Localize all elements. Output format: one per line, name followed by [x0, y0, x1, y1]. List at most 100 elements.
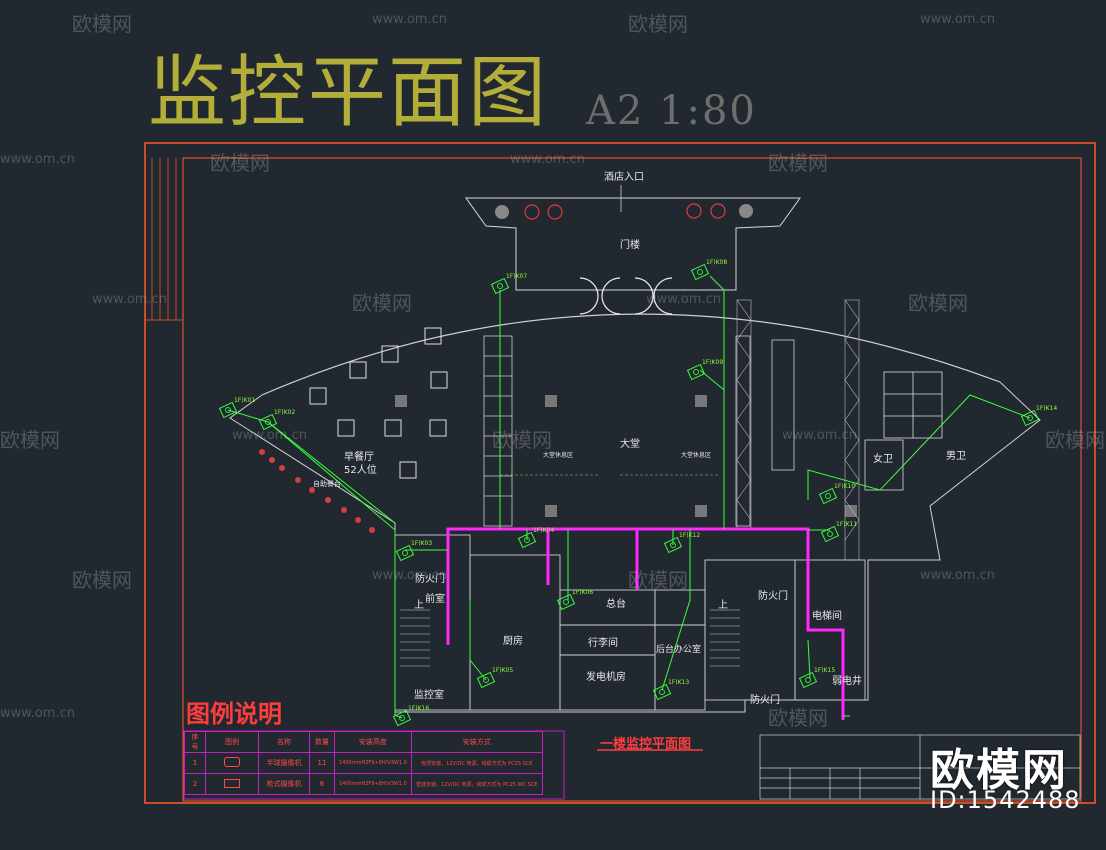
legend-cell-height: 1400mmH2F9+8H/V3W1.0: [334, 752, 412, 774]
room-label-up-1: 上: [414, 600, 424, 611]
legend-cell-qty: 11: [309, 752, 335, 774]
legend-header: 名称: [258, 731, 310, 753]
camera-icon: [476, 671, 496, 689]
brand-id: ID:1542488: [930, 786, 1081, 814]
room-label-ladies: 女卫: [873, 454, 893, 465]
legend-cell-no: 2: [184, 773, 206, 795]
legend-row: 1 半球摄像机 11 1400mmH2F9+8H/V3W1.0 吸顶安装，12V…: [184, 752, 543, 774]
legend-header: 图例: [205, 731, 259, 753]
legend-cell-method: 吸顶安装，12V/DC 电源，线缆方式为 PC25 SCE: [410, 752, 543, 774]
camera-icon: [258, 413, 278, 431]
room-label-fire-door-3: 防火门: [750, 695, 780, 706]
watermark-site: www.om.cn: [646, 292, 721, 307]
watermark-brand: 欧模网: [628, 12, 688, 36]
scale-label: A2 1:80: [586, 88, 757, 134]
lobby-columns: [395, 395, 857, 517]
title-block: [759, 734, 1081, 800]
room-label-backoffice: 后台办公室: [656, 645, 702, 655]
trunk-cable: [446, 527, 845, 720]
legend-cell-no: 1: [184, 752, 206, 774]
room-label-fire-door-2: 防火门: [758, 591, 788, 602]
camera-label: 1F)K14: [1036, 405, 1058, 412]
watermark-site: www.om.cn: [372, 568, 447, 583]
legend-cell-height: 1400mmH2F9+8H/V3W1.0: [334, 773, 412, 795]
camera-label: 1F)K07: [506, 273, 528, 280]
camera-label: 1F)K10: [834, 483, 856, 490]
camera-label: 1F)K13: [668, 679, 690, 686]
camera-label: 1F)K12: [679, 532, 701, 539]
room-label-kitchen: 厨房: [503, 636, 523, 647]
camera-label: 1F)K08: [706, 259, 728, 266]
camera-icon: [818, 487, 838, 505]
watermark-brand: 欧模网: [0, 428, 60, 452]
camera-label: 1F)K11: [836, 521, 858, 528]
camera-label: 1F)K02: [274, 409, 296, 416]
camera-label: 1F)K15: [814, 667, 836, 674]
room-label-breakfast: 早餐厅: [344, 452, 374, 463]
gate-ornament-grey: [495, 204, 753, 219]
room-label-breakfast-seats: 52人位: [344, 465, 377, 476]
legend-title: 图例说明: [186, 700, 282, 728]
watermark-site: www.om.cn: [92, 292, 167, 307]
camera-layer: [218, 263, 1040, 727]
room-label-generator: 发电机房: [586, 672, 626, 683]
camera-cables: [227, 275, 1031, 719]
legend-cell-name: 枪式摄像机: [258, 773, 310, 795]
legend-cell-qty: 6: [309, 773, 335, 795]
room-label-lobby-rest-1: 大堂休息区: [543, 452, 574, 459]
building-outline: [229, 381, 1041, 713]
camera-icon: [556, 593, 576, 611]
room-label-buffet: 自助餐台: [313, 480, 341, 488]
room-label-front-room: 前室: [425, 594, 445, 605]
lower-rooms: [394, 534, 866, 711]
legend-header-row: 序号 图例 名称 数量 安装高度 安装方式: [184, 731, 543, 753]
camera-label: 1F)K01: [234, 397, 256, 404]
camera-icon: [652, 683, 672, 701]
camera-icon: [690, 263, 710, 281]
room-label-monitor-room: 监控室: [414, 690, 444, 701]
watermark-site: www.om.cn: [232, 428, 307, 443]
watermark-site: www.om.cn: [510, 152, 585, 167]
room-label-entrance: 酒店入口: [604, 172, 644, 183]
legend-header: 序号: [184, 731, 206, 753]
watermark-site: www.om.cn: [920, 568, 995, 583]
camera-icon: [663, 536, 683, 554]
page-title: 监控平面图: [148, 48, 549, 138]
camera-label: 1F)K16: [408, 705, 430, 712]
watermark-site: www.om.cn: [0, 152, 75, 167]
building-arc-top: [261, 313, 1001, 396]
camera-label: 1F)K05: [492, 667, 514, 674]
camera-icon: [686, 363, 706, 381]
watermark-brand: 欧模网: [768, 151, 828, 175]
camera-label: 1F)K06: [572, 589, 594, 596]
legend-header: 安装方式: [410, 731, 543, 753]
camera-label: 1F)K04: [533, 527, 555, 534]
camera-icon: [490, 277, 510, 295]
watermark-brand: 欧模网: [768, 706, 828, 730]
left-binding-strip: [145, 158, 183, 321]
watermark-site: www.om.cn: [372, 12, 447, 27]
legend-table: 序号 图例 名称 数量 安装高度 安装方式 1 半球摄像机 11 1400mmH…: [184, 731, 543, 795]
watermark-brand: 欧模网: [628, 568, 688, 592]
watermark-brand: 欧模网: [352, 291, 412, 315]
camera-icon: [218, 401, 238, 419]
room-label-up-2: 上: [718, 600, 728, 611]
bullet-camera-symbol-icon: [205, 773, 259, 795]
legend-cell-name: 半球摄像机: [258, 752, 310, 774]
restroom-stalls: [864, 371, 943, 491]
buffet-stools: [259, 449, 375, 533]
room-label-reception: 总台: [606, 599, 626, 610]
camera-label: 1F)K09: [702, 359, 724, 366]
watermark-brand: 欧模网: [210, 151, 270, 175]
watermark-site: www.om.cn: [920, 12, 995, 27]
lobby-shelves: [483, 335, 795, 527]
legend-cell-method: 壁挂安装，12V/DC 电源，线缆方式为 PC25 WC SCE: [410, 773, 543, 795]
plan-title: 一楼监控平面图: [600, 737, 692, 752]
camera-icon: [798, 671, 818, 689]
room-label-luggage: 行李间: [588, 638, 618, 649]
watermark-brand: 欧模网: [1045, 428, 1105, 452]
stairs: [400, 609, 740, 667]
camera-icon: [395, 544, 415, 562]
camera-icon: [820, 525, 840, 543]
